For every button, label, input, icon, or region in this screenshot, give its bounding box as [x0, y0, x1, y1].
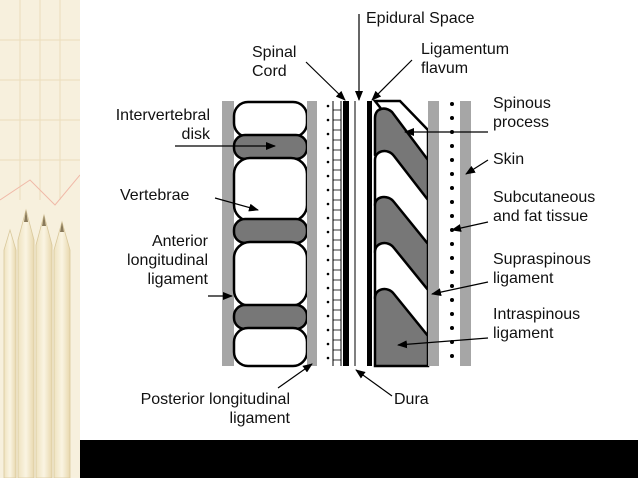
label-line: Subcutaneous: [493, 189, 596, 206]
label-line: flavum: [421, 60, 469, 77]
pencils-decoration: [0, 0, 80, 478]
vertebral-column: [232, 100, 309, 368]
dotted-column: [326, 104, 330, 360]
intervertebral-disk: [232, 303, 309, 331]
epidural-gap: [349, 101, 367, 366]
ladder-structure: [332, 101, 342, 366]
label-line: process: [493, 114, 550, 131]
label-vertebrae: Vertebrae: [120, 187, 190, 204]
label-line: Spinal: [252, 44, 297, 61]
label-epidural-space: Epidural Space: [366, 10, 475, 27]
skin-band: [460, 101, 471, 366]
label-line: Posterior longitudinal: [140, 391, 290, 408]
arrow-dura: [355, 369, 393, 397]
anterior-ligament-band: [222, 101, 234, 366]
intervertebral-disk: [232, 217, 309, 245]
spinous-processes: [372, 99, 430, 368]
label-spinal-cord: Spinal Cord: [252, 43, 296, 81]
label-anterior-longitudinal: Anterior longitudinal ligament: [84, 232, 208, 289]
arrow-subcutaneous: [451, 221, 489, 232]
ligamentum-flavum-line: [367, 101, 372, 366]
label-line: Anterior: [151, 233, 208, 250]
ladder-rungs: [333, 109, 341, 361]
bottom-black-bar: [80, 440, 638, 478]
label-line: Cord: [252, 63, 287, 80]
label-line: Spinous: [493, 95, 551, 112]
vertebra: [232, 156, 309, 223]
arrow-skin: [465, 159, 489, 175]
label-line: ligament: [147, 271, 208, 288]
label-line: Intraspinous: [493, 306, 581, 323]
arrow-posterior-ligament: [277, 363, 313, 389]
pointer-arrows: [175, 14, 489, 397]
dura-line: [343, 101, 349, 366]
spine-diagram: [175, 14, 489, 397]
label-spinous-process: Spinous process: [493, 94, 551, 132]
label-ligamentum-flavum: Ligamentum flavum: [421, 40, 509, 78]
label-subcutaneous: Subcutaneous and fat tissue: [493, 188, 595, 226]
arrow-vertebrae: [214, 197, 259, 212]
label-supraspinous: Supraspinous ligament: [493, 250, 591, 288]
label-line: and fat tissue: [493, 208, 589, 225]
label-interspinous: Intraspinous ligament: [493, 305, 580, 343]
arrow-ligamentum-flavum: [371, 59, 413, 101]
posterior-ligament-band: [307, 101, 317, 366]
label-intervertebral-disk: Intervertebral disk: [84, 106, 210, 144]
label-dura: Dura: [394, 391, 429, 408]
label-skin: Skin: [493, 151, 525, 168]
label-line: ligament: [229, 410, 290, 427]
label-line: Ligamentum: [421, 41, 510, 58]
label-line: ligament: [493, 325, 554, 342]
label-line: Intervertebral: [115, 107, 210, 124]
label-line: disk: [181, 126, 210, 143]
label-posterior-longitudinal: Posterior longitudinal ligament: [90, 390, 290, 428]
diagram-panel: Epidural Space Spinal Cord Ligamentum fl…: [80, 0, 638, 440]
label-line: ligament: [493, 270, 554, 287]
vertebra: [232, 240, 309, 308]
intervertebral-disk: [232, 133, 309, 161]
arrow-interspinous: [397, 337, 489, 349]
vertebra: [232, 100, 309, 139]
vertebra: [232, 326, 309, 368]
label-line: Supraspinous: [493, 251, 591, 268]
arrow-supraspinous: [431, 281, 489, 297]
arrow-spinal-cord: [305, 61, 346, 101]
supraspinous-band: [428, 101, 439, 366]
label-line: longitudinal: [127, 252, 208, 269]
